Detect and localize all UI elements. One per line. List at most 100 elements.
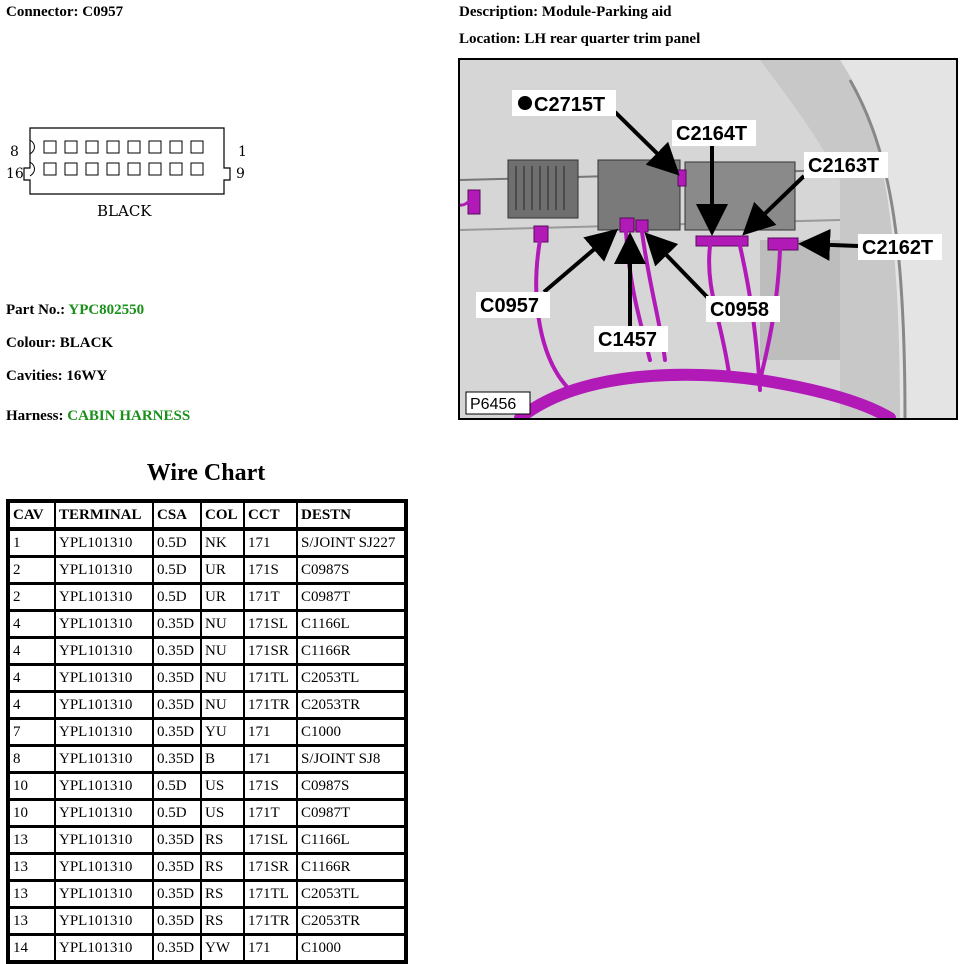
- connector-cavity: [43, 140, 57, 154]
- description-key: Description:: [459, 4, 539, 20]
- cell-cav: 13: [9, 880, 55, 907]
- column-header-col: COL: [201, 502, 244, 529]
- module-heatsink: [507, 159, 579, 219]
- pin-label-16: 16: [6, 166, 24, 182]
- location-photo: C2715T C2164T C2163T C2162T C0957 C0958 …: [458, 58, 958, 420]
- cell-csa: 0.5D: [153, 772, 201, 799]
- connector-cavity: [148, 162, 162, 176]
- cell-cct: 171SR: [244, 853, 297, 880]
- cell-csa: 0.5D: [153, 583, 201, 610]
- connector-cavity: [64, 162, 78, 176]
- cell-csa: 0.35D: [153, 664, 201, 691]
- cell-terminal: YPL101310: [55, 934, 153, 961]
- cell-destn: C2053TR: [297, 691, 405, 718]
- cavities-value: 16WY: [66, 368, 108, 384]
- connector-label: Connector: C0957: [6, 4, 123, 21]
- module-bracket: [684, 161, 796, 231]
- callout-box-c0958: [706, 296, 780, 322]
- callout-box-c1457: [594, 326, 668, 352]
- cell-col: US: [201, 799, 244, 826]
- cell-terminal: YPL101310: [55, 691, 153, 718]
- cell-col: NU: [201, 691, 244, 718]
- cell-cct: 171S: [244, 556, 297, 583]
- cell-col: YU: [201, 718, 244, 745]
- cell-destn: C0987T: [297, 583, 405, 610]
- arrow-c2715t: [613, 110, 680, 176]
- connector-outline: [23, 127, 231, 195]
- cell-cav: 10: [9, 772, 55, 799]
- colour-key: Colour:: [6, 335, 56, 351]
- cell-cct: 171: [244, 718, 297, 745]
- column-header-destn: DESTN: [297, 502, 405, 529]
- location-label: Location: LH rear quarter trim panel: [459, 31, 700, 48]
- arrow-c2163t: [742, 174, 806, 236]
- description-label: Description: Module-Parking aid: [459, 4, 672, 21]
- heatsink-fins: [515, 166, 565, 210]
- pillar-edge: [848, 79, 907, 418]
- callout-box-c2162t: [858, 234, 942, 260]
- cell-terminal: YPL101310: [55, 556, 153, 583]
- cell-destn: C0987T: [297, 799, 405, 826]
- cell-cav: 4: [9, 610, 55, 637]
- cell-destn: S/JOINT SJ8: [297, 745, 405, 772]
- cell-csa: 0.35D: [153, 907, 201, 934]
- photo-connectors: [467, 169, 799, 251]
- connector-cavity: [190, 162, 204, 176]
- cell-csa: 0.35D: [153, 610, 201, 637]
- cell-destn: C0987S: [297, 772, 405, 799]
- c2715t-bullet: [518, 96, 532, 110]
- callout-c0957: C0957: [480, 295, 539, 317]
- cell-cct: 171T: [244, 799, 297, 826]
- cell-cav: 13: [9, 907, 55, 934]
- pin-label-8: 8: [10, 144, 19, 160]
- cell-terminal: YPL101310: [55, 718, 153, 745]
- cell-cav: 2: [9, 583, 55, 610]
- harness-key: Harness:: [6, 408, 64, 424]
- callout-arrows: [542, 110, 859, 326]
- connector-cavity: [169, 140, 183, 154]
- connector-cavity: [148, 140, 162, 154]
- cell-col: B: [201, 745, 244, 772]
- part-no-value[interactable]: YPC802550: [68, 302, 145, 318]
- cell-destn: C2053TL: [297, 664, 405, 691]
- cell-col: RS: [201, 853, 244, 880]
- cell-terminal: YPL101310: [55, 529, 153, 556]
- cell-terminal: YPL101310: [55, 907, 153, 934]
- cell-cct: 171TL: [244, 664, 297, 691]
- location-key: Location:: [459, 31, 521, 47]
- cell-destn: C2053TR: [297, 907, 405, 934]
- cell-col: US: [201, 772, 244, 799]
- cell-cav: 8: [9, 745, 55, 772]
- callout-c2715t: C2715T: [534, 94, 605, 116]
- column-header-cav: CAV: [9, 502, 55, 529]
- cell-cav: 2: [9, 556, 55, 583]
- column-header-terminal: TERMINAL: [55, 502, 153, 529]
- callout-box-c2163t: [804, 152, 888, 178]
- callout-c2163t: C2163T: [808, 155, 879, 177]
- cell-csa: 0.35D: [153, 880, 201, 907]
- cell-terminal: YPL101310: [55, 745, 153, 772]
- arrow-c0958: [644, 232, 712, 302]
- harness-value[interactable]: CABIN HARNESS: [67, 408, 191, 424]
- cell-cct: 171: [244, 934, 297, 961]
- cell-cct: 171T: [244, 583, 297, 610]
- photo-ref-box: [465, 391, 531, 415]
- part-no-label: Part No.: YPC802550: [6, 302, 144, 319]
- cell-destn: C1000: [297, 718, 405, 745]
- cell-cct: 171SL: [244, 610, 297, 637]
- cell-terminal: YPL101310: [55, 772, 153, 799]
- cell-csa: 0.35D: [153, 637, 201, 664]
